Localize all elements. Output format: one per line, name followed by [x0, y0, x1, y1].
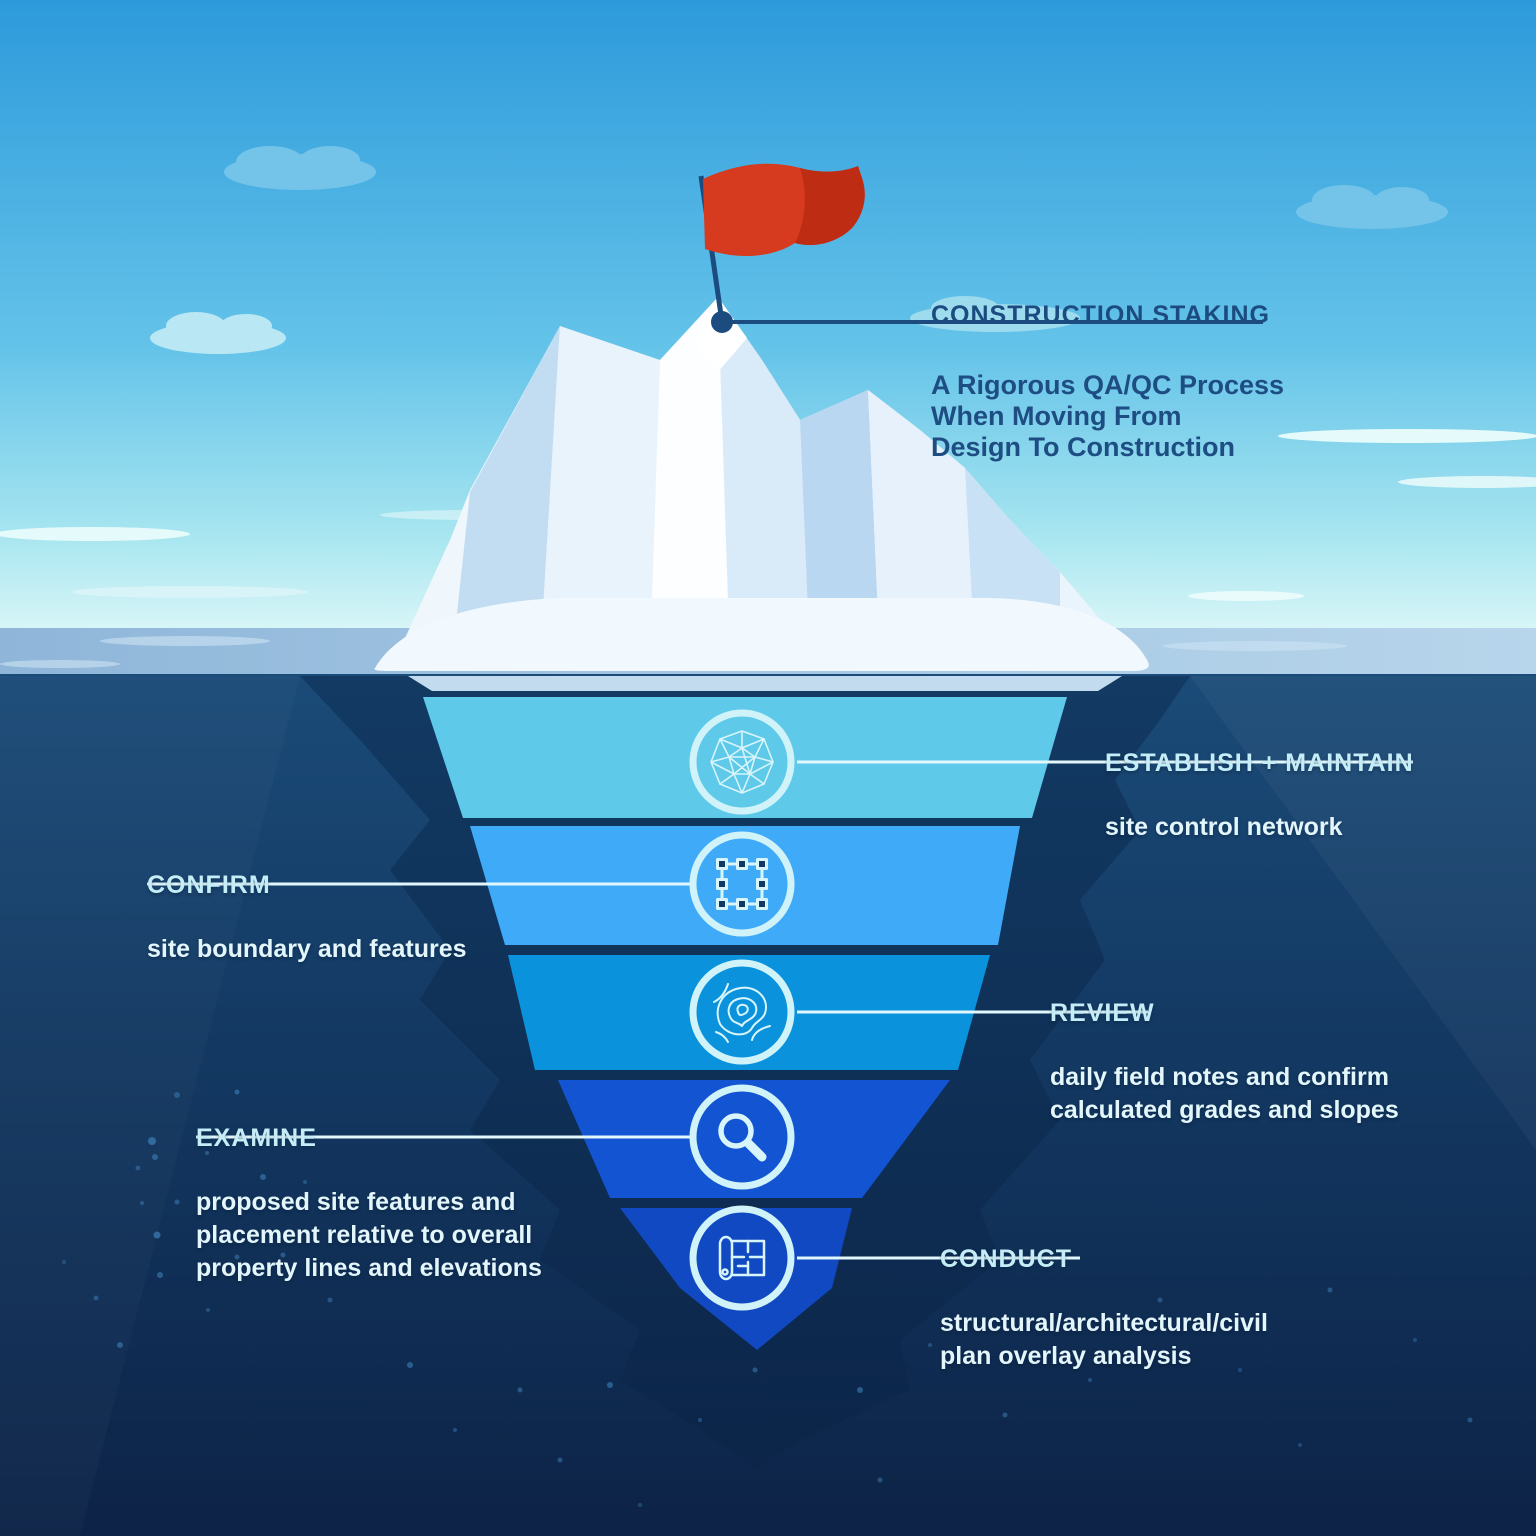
- cloud-icon: [1296, 185, 1448, 229]
- step-heading: CONFIRM: [147, 871, 271, 899]
- funnel-layer-review: [508, 955, 990, 1070]
- step-establish: ESTABLISH + MAINTAIN site control networ…: [1105, 731, 1414, 862]
- geodesic-network-icon: [689, 709, 795, 815]
- funnel-layer-conduct: [620, 1208, 852, 1350]
- funnel-layers: [423, 697, 1067, 1350]
- step-review: REVIEW daily field notes and confirm cal…: [1050, 981, 1399, 1145]
- step-heading: REVIEW: [1050, 999, 1155, 1027]
- step-conduct: CONDUCT structural/architectural/civil p…: [940, 1227, 1268, 1391]
- iceberg-base-foam: [374, 598, 1149, 671]
- step-description: structural/architectural/civil plan over…: [940, 1309, 1268, 1370]
- step-heading: EXAMINE: [196, 1124, 317, 1152]
- step-heading: ESTABLISH + MAINTAIN: [1105, 749, 1414, 777]
- blueprint-plan-icon: [689, 1205, 795, 1311]
- cloud-icon: [224, 146, 376, 190]
- step-description: site control network: [1105, 813, 1343, 841]
- clouds: [0, 146, 1536, 601]
- boundary-selection-icon: [689, 831, 795, 937]
- step-description: proposed site features and placement rel…: [196, 1188, 542, 1282]
- light-ray: [1190, 676, 1536, 1150]
- flag-anchor-dot: [711, 311, 733, 333]
- cloud-icon: [910, 296, 1080, 332]
- step-heading: CONDUCT: [940, 1245, 1072, 1273]
- water-particles: [62, 1089, 1473, 1507]
- funnel-layer-confirm: [470, 826, 1020, 945]
- step-examine: EXAMINE proposed site features and place…: [196, 1106, 542, 1303]
- flag-callout: [698, 163, 1263, 333]
- flag-icon: [703, 163, 865, 256]
- page-title: CONSTRUCTION STAKING: [931, 301, 1270, 329]
- title-block: CONSTRUCTION STAKING A Rigorous QA/QC Pr…: [931, 283, 1284, 481]
- step-description: site boundary and features: [147, 935, 467, 963]
- step-description: daily field notes and confirm calculated…: [1050, 1063, 1399, 1124]
- page-subtitle: A Rigorous QA/QC Process When Moving Fro…: [931, 370, 1285, 462]
- step-confirm: CONFIRM site boundary and features: [147, 853, 467, 984]
- connector-lines: [147, 760, 1413, 1260]
- ice-shelf-underside: [408, 676, 1122, 691]
- iceberg-above-water: [374, 297, 1149, 671]
- magnifying-glass-icon: [689, 1084, 795, 1190]
- cloud-icon: [150, 312, 286, 354]
- funnel-layer-examine: [558, 1080, 950, 1198]
- topographic-contours-icon: [689, 959, 795, 1065]
